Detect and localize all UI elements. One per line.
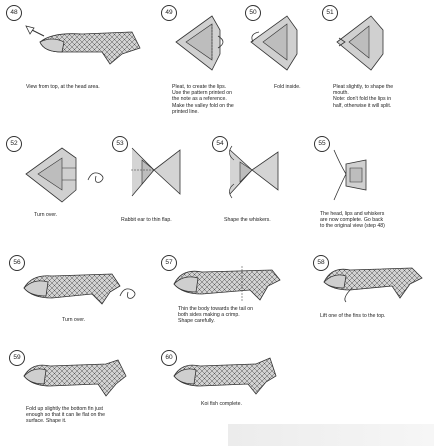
step-caption-57: Thin the body towards the tail on both s… [178, 306, 253, 325]
diagram-step-53 [130, 147, 181, 197]
step-caption-48: View from top, at the head area. [26, 84, 100, 90]
diagram-step-57 [173, 266, 281, 302]
diagram-step-55 [333, 149, 367, 201]
step-number-48: 48 [6, 5, 22, 21]
diagram-step-56 [23, 273, 121, 305]
step-caption-51: Pleat slightly, to shape the mouth. Note… [333, 84, 394, 109]
diagram-step-48 [25, 25, 141, 65]
step-number-52: 52 [6, 136, 22, 152]
step-number-59: 59 [9, 350, 25, 366]
diagram-step-51 [336, 15, 384, 71]
step-caption-58: Lift one of the fins to the top. [320, 313, 386, 319]
diagram-step-54 [229, 145, 279, 199]
diagram-step-58 [323, 267, 423, 303]
step-number-50: 50 [245, 5, 261, 21]
diagram-step-49 [175, 15, 224, 71]
step-caption-54: Shape the whiskers. [224, 217, 271, 223]
step-number-49: 49 [161, 5, 177, 21]
step-caption-52: Turn over. [34, 212, 58, 218]
diagram-step-60 [173, 357, 277, 395]
diagram-step-50 [250, 15, 298, 71]
step-number-51: 51 [322, 5, 338, 21]
step-caption-60: Koi fish complete. [201, 401, 242, 407]
step-number-58: 58 [313, 255, 329, 271]
step-caption-56: Turn over. [62, 317, 86, 323]
step-number-53: 53 [112, 136, 128, 152]
step-caption-49: Pleat, to create the lips. Use the patte… [172, 84, 234, 115]
turn-over-symbol-56 [119, 288, 136, 299]
step-number-57: 57 [161, 255, 177, 271]
step-number-54: 54 [212, 136, 228, 152]
turn-over-symbol-52 [87, 172, 104, 183]
step-caption-50: Fold inside. [274, 84, 301, 90]
step-number-60: 60 [161, 350, 177, 366]
step-caption-59: Fold up slightly the bottom fin just eno… [26, 406, 106, 425]
diagram-step-52 [25, 147, 77, 203]
page-shadow [228, 424, 434, 446]
step-caption-55: The head, lips and whiskers are now comp… [320, 211, 385, 230]
step-number-55: 55 [314, 136, 330, 152]
step-caption-53: Rabbit ear to thin flap. [121, 217, 172, 223]
diagram-step-59 [23, 359, 127, 397]
step-number-56: 56 [9, 255, 25, 271]
